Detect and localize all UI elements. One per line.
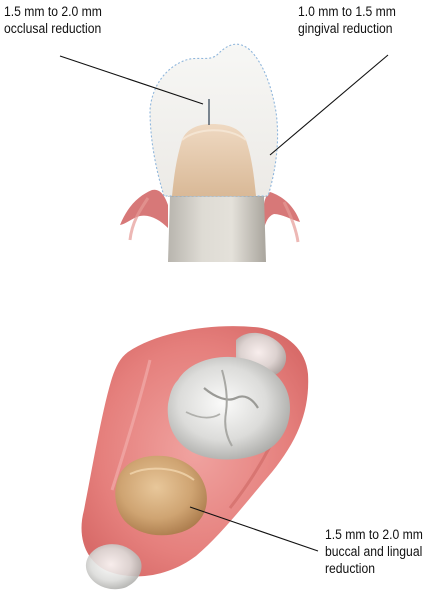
gum-left bbox=[120, 190, 168, 228]
buccal-label-line2: buccal and lingual bbox=[325, 543, 423, 560]
buccal-lingual-reduction-label: 1.5 mm to 2.0 mm buccal and lingual redu… bbox=[325, 526, 423, 577]
gingival-label-line2: gingival reduction bbox=[298, 20, 396, 37]
occlusal-reduction-label: 1.5 mm to 2.0 mm occlusal reduction bbox=[4, 3, 102, 37]
occlusal-view-arch bbox=[82, 326, 309, 589]
gingival-label-line1: 1.0 mm to 1.5 mm bbox=[298, 3, 396, 20]
buccal-label-line3: reduction bbox=[325, 560, 423, 577]
tooth-root bbox=[168, 196, 266, 262]
gum-right bbox=[264, 192, 300, 228]
occlusal-label-line2: occlusal reduction bbox=[4, 20, 102, 37]
occlusal-label-line1: 1.5 mm to 2.0 mm bbox=[4, 3, 102, 20]
molar-tooth bbox=[168, 357, 290, 460]
buccal-label-line1: 1.5 mm to 2.0 mm bbox=[325, 526, 423, 543]
gingival-reduction-label: 1.0 mm to 1.5 mm gingival reduction bbox=[298, 3, 396, 37]
gingival-leader-line bbox=[270, 55, 388, 155]
